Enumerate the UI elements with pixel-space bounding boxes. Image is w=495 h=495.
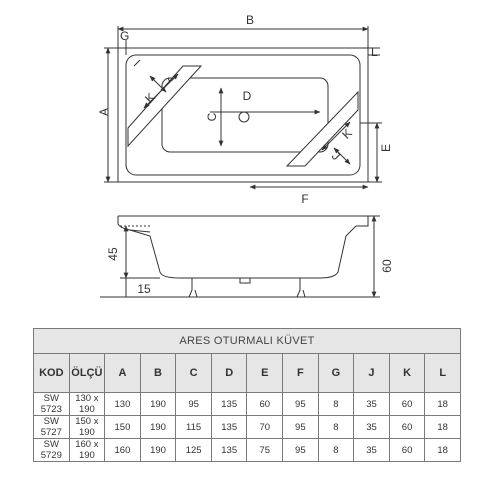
- label-60: 60: [380, 259, 394, 273]
- cell-k: 60: [388, 438, 426, 462]
- cell-e: 75: [246, 438, 284, 462]
- dim-j-right: [333, 147, 351, 165]
- header-g: G: [317, 353, 355, 393]
- cell-g: 8: [317, 392, 355, 416]
- header-k: K: [388, 353, 426, 393]
- cell-g: 8: [317, 438, 355, 462]
- cell-c: 115: [175, 415, 212, 439]
- header-c: C: [175, 353, 212, 393]
- cell-b: 190: [139, 415, 177, 439]
- side-drain: [239, 278, 251, 284]
- cell-j: 35: [353, 415, 390, 439]
- cell-b: 190: [139, 438, 177, 462]
- tub-floor: [161, 77, 329, 153]
- cell-k: 60: [388, 392, 426, 416]
- label-k-right: K: [339, 126, 355, 142]
- cell-e: 70: [246, 415, 284, 439]
- cell-c: 95: [175, 392, 212, 416]
- table-row: SW 5729 160 x 190 160 190 125 135 75 95 …: [33, 438, 461, 462]
- left-seat: [127, 65, 203, 148]
- top-view: [104, 26, 382, 190]
- cell-j: 35: [353, 392, 390, 416]
- header-olcu: ÖLÇÜ: [68, 353, 106, 393]
- header-f: F: [282, 353, 319, 393]
- label-b: B: [246, 13, 254, 27]
- label-e: E: [379, 144, 393, 152]
- drain-circle: [238, 111, 250, 123]
- cell-a: 130: [104, 392, 141, 416]
- header-b: B: [139, 353, 177, 393]
- cell-a: 160: [104, 438, 141, 462]
- side-seat-left: [129, 229, 151, 233]
- tub-body-profile: [117, 216, 357, 279]
- tub-rim-profile: [118, 215, 369, 227]
- table-row: SW 5727 150 x 190 150 190 115 135 70 95 …: [33, 415, 461, 439]
- tub-outer-rim: [117, 47, 369, 183]
- cell-d: 135: [210, 392, 248, 416]
- header-j: J: [353, 353, 390, 393]
- cell-l: 18: [424, 438, 461, 462]
- header-e: E: [246, 353, 284, 393]
- label-15: 15: [137, 282, 151, 296]
- label-d: D: [243, 89, 252, 103]
- side-view-labels: 45 15 60: [106, 247, 394, 296]
- table-header-row: KOD ÖLÇÜ A B C D E F G J K L: [33, 353, 461, 393]
- cell-b: 190: [139, 392, 177, 416]
- cell-kod: SW 5723: [33, 392, 70, 416]
- cell-f: 95: [282, 392, 319, 416]
- tub-inner-basin: [125, 54, 361, 176]
- dim-k-right: [321, 121, 351, 151]
- label-j-right: J: [329, 149, 343, 163]
- technical-drawing: B G L A D C K J K J E F 45: [97, 13, 394, 298]
- header-d: D: [210, 353, 248, 393]
- cell-e: 60: [246, 392, 284, 416]
- foot-right: [296, 278, 306, 298]
- dim-j-left: [149, 75, 167, 93]
- label-45: 45: [106, 247, 120, 261]
- cell-l: 18: [424, 415, 461, 439]
- cell-d: 135: [210, 438, 248, 462]
- cell-f: 95: [282, 438, 319, 462]
- foot-left: [188, 278, 198, 298]
- cell-l: 18: [424, 392, 461, 416]
- cell-g: 8: [317, 415, 355, 439]
- cell-olcu: 160 x 190: [68, 438, 106, 462]
- cell-olcu: 150 x 190: [68, 415, 106, 439]
- cell-f: 95: [282, 415, 319, 439]
- header-l: L: [424, 353, 461, 393]
- table-row: SW 5723 130 x 190 130 190 95 135 60 95 8…: [33, 392, 461, 416]
- label-l: L: [371, 45, 378, 59]
- cell-d: 135: [210, 415, 248, 439]
- left-seat-corner: [133, 59, 141, 67]
- cell-olcu: 130 x 190: [68, 392, 106, 416]
- label-g: G: [120, 29, 129, 43]
- label-c: C: [205, 112, 219, 121]
- cell-kod: SW 5727: [33, 415, 70, 439]
- cell-a: 150: [104, 415, 141, 439]
- cell-k: 60: [388, 415, 426, 439]
- cell-kod: SW 5729: [33, 438, 70, 462]
- spec-table: ARES OTURMALI KÜVET KOD ÖLÇÜ A B C D E F…: [33, 328, 461, 462]
- cell-j: 35: [353, 438, 390, 462]
- cell-c: 125: [175, 438, 212, 462]
- table-title: ARES OTURMALI KÜVET: [33, 328, 461, 354]
- header-kod: KOD: [33, 353, 70, 393]
- label-a: A: [97, 108, 111, 116]
- side-view: [100, 215, 380, 298]
- header-a: A: [104, 353, 141, 393]
- label-f: F: [301, 192, 308, 206]
